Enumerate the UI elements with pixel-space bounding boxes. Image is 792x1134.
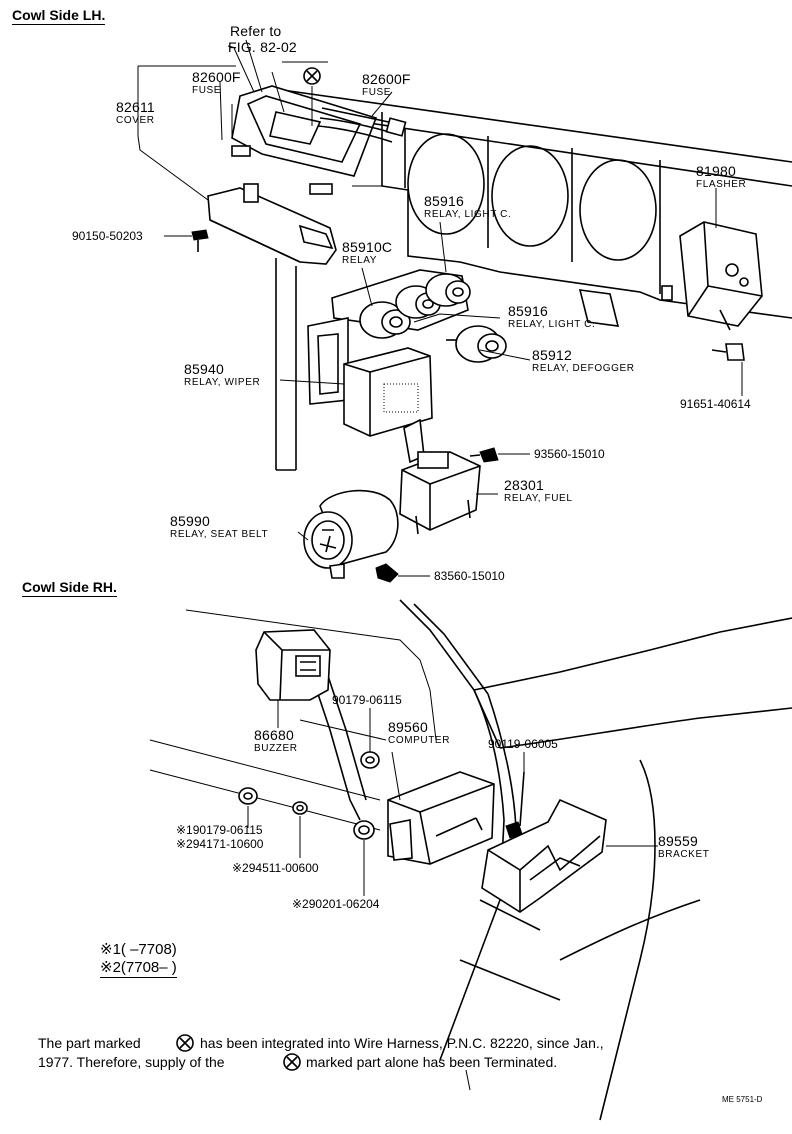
computer-unit xyxy=(387,771,495,865)
computer-name: COMPUTER xyxy=(388,735,451,746)
bracket-unit xyxy=(481,798,607,913)
refer-line2: FIG. 82-02 xyxy=(228,39,297,55)
alt-washer xyxy=(292,801,308,815)
relay-85910c xyxy=(359,301,411,339)
circled-x-icon xyxy=(283,1053,301,1071)
alt-part-3: ※294511-00600 xyxy=(232,861,319,875)
relay-seatbelt-name: RELAY, SEAT BELT xyxy=(170,529,269,540)
alt-part-4: ※290201-06204 xyxy=(292,897,380,911)
fuse-right-number: 82600F xyxy=(362,71,411,87)
legend-line1: ※1( –7708) xyxy=(100,941,177,958)
flasher-unit xyxy=(661,221,763,331)
alt-part-2: ※294171-10600 xyxy=(176,837,264,851)
fuse-left-name: FUSE xyxy=(192,85,222,96)
bolt-91651 xyxy=(711,343,745,361)
alt-nut-1 xyxy=(238,787,258,805)
diagram-code: ME 5751-D xyxy=(722,1095,763,1104)
relay-fuel-number: 28301 xyxy=(504,477,544,493)
fuse-block xyxy=(231,85,407,195)
screw-93560-number: 93560-15010 xyxy=(534,447,605,461)
relay-seatbelt xyxy=(303,489,399,579)
note-line2a: 1977. Therefore, supply of the xyxy=(38,1054,225,1070)
relay-light-upper-number: 85916 xyxy=(424,193,464,209)
relay-light-upper-name: RELAY, LIGHT C. xyxy=(424,209,512,220)
bolt-91651-number: 91651-40614 xyxy=(680,397,751,411)
relay-fuel-box xyxy=(399,418,481,535)
fuse-right-name: FUSE xyxy=(362,87,392,98)
flasher-number: 81980 xyxy=(696,163,736,179)
bracket-number: 89559 xyxy=(658,833,698,849)
section-header-lh: Cowl Side LH. xyxy=(12,7,106,25)
bolt-90119-number: 90119-06005 xyxy=(488,737,558,751)
bolt-90119 xyxy=(505,771,525,839)
relay-defogger-name: RELAY, DEFOGGER xyxy=(532,363,635,374)
relay-85910c-name: RELAY xyxy=(342,255,378,266)
fuse-cover xyxy=(207,183,337,265)
relay-85912 xyxy=(446,325,507,363)
relay-85916-upper xyxy=(425,273,471,307)
screw-90150-number: 90150-50203 xyxy=(72,229,143,243)
fuse-left-number: 82600F xyxy=(192,69,241,85)
relay-wiper-box xyxy=(343,347,433,437)
legend-line2: ※2(7708– ) xyxy=(100,959,177,978)
nut-90179 xyxy=(360,751,380,769)
cover-number: 82611 xyxy=(116,99,155,115)
relay-85910c-number: 85910C xyxy=(342,239,393,255)
relay-wiper-number: 85940 xyxy=(184,361,224,377)
nut-90179-number: 90179-06115 xyxy=(332,693,402,707)
bracket-name: BRACKET xyxy=(658,849,710,860)
alt-part-1: ※190179-06115 xyxy=(176,823,263,837)
refer-line1: Refer to xyxy=(230,23,282,39)
screw-83560-number: 83560-15010 xyxy=(434,569,505,583)
note-line2b: marked part alone has been Terminated. xyxy=(306,1054,558,1070)
computer-number: 89560 xyxy=(388,719,428,735)
buzzer-unit xyxy=(255,629,331,701)
note-line1a: The part marked xyxy=(38,1035,141,1051)
leader-lines xyxy=(137,39,743,896)
buzzer-number: 86680 xyxy=(254,727,294,743)
alt-nut-4 xyxy=(353,820,375,840)
cover-name: COVER xyxy=(116,115,155,126)
relay-light-lower-name: RELAY, LIGHT C. xyxy=(508,319,596,330)
circled-x-icon xyxy=(303,67,321,85)
screw-83560 xyxy=(375,563,399,583)
relay-defogger-number: 85912 xyxy=(532,347,572,363)
relay-seatbelt-number: 85990 xyxy=(170,513,210,529)
flasher-name: FLASHER xyxy=(696,179,747,190)
section-header-rh: Cowl Side RH. xyxy=(22,579,117,597)
buzzer-name: BUZZER xyxy=(254,743,298,754)
relay-light-lower-number: 85916 xyxy=(508,303,548,319)
relay-wiper-name: RELAY, WIPER xyxy=(184,377,261,388)
screw-93560 xyxy=(469,447,499,463)
relay-fuel-name: RELAY, FUEL xyxy=(504,493,573,504)
circled-x-icon xyxy=(176,1034,194,1052)
note-line1b: has been integrated into Wire Harness, P… xyxy=(200,1035,604,1051)
screw-90150 xyxy=(191,229,209,252)
